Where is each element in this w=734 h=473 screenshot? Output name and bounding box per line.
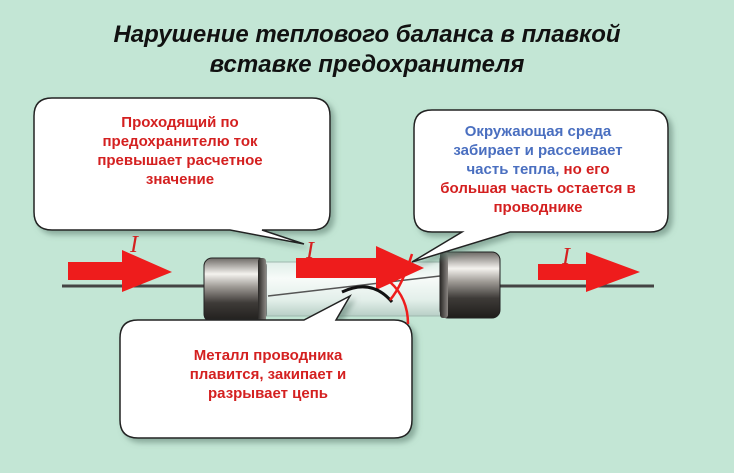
current-label-middle: I: [306, 238, 314, 264]
callout-environment-text: Окружающая среда забирает и рассеивает ч…: [422, 122, 654, 217]
callout-environment-line-1: Окружающая среда: [464, 123, 612, 140]
callout-metal-text: Металл проводника плавится, закипает и р…: [128, 346, 408, 403]
current-label-left: I: [130, 232, 138, 258]
callout-current-line-1: Проходящий по: [121, 114, 239, 131]
callout-environment-line-4: большая часть остается в: [440, 180, 636, 197]
heat-dissipation-curve: [389, 253, 414, 301]
callout-current-bubble: [33, 97, 331, 245]
title-line-1: Нарушение теплового баланса в плавкой: [113, 21, 621, 48]
current-arrow-left: [68, 250, 172, 292]
fuse-cap-right: [439, 251, 501, 319]
title-line-2: вставке предохранителя: [209, 51, 525, 78]
page-title: Нарушение теплового баланса в плавкой вс…: [0, 20, 734, 80]
callout-metal-bubble: [119, 294, 413, 439]
fuse-element: [267, 275, 441, 297]
callout-current-text: Проходящий по предохранителю ток превыша…: [50, 113, 310, 189]
callout-environment-line-3: часть тепла, но его: [422, 160, 654, 179]
current-label-right: I: [562, 244, 570, 270]
callout-environment-line-3-red: но его: [559, 161, 610, 178]
callout-current-line-3: превышает расчетное: [97, 152, 263, 169]
callout-environment-line-5: проводнике: [493, 199, 583, 216]
callout-current-line-4: значение: [145, 171, 215, 188]
current-arrow-right: [538, 252, 640, 292]
callout-metal-line-3: разрывает цепь: [208, 385, 328, 402]
heat-retention-curve: [389, 281, 410, 325]
callout-environment-line-3-blue: часть тепла,: [466, 161, 560, 178]
callout-current-line-2: предохранителю ток: [102, 133, 258, 150]
callout-metal-line-2: плавится, закипает и: [189, 366, 347, 383]
callout-metal-line-1: Металл проводника: [193, 347, 343, 364]
fuse-cap-left: [203, 257, 267, 323]
melting-point-curve: [341, 285, 394, 303]
callout-environment-bubble: [411, 109, 669, 263]
callout-environment-line-2: забирает и рассеивает: [453, 142, 623, 159]
current-arrow-middle: [296, 246, 424, 290]
